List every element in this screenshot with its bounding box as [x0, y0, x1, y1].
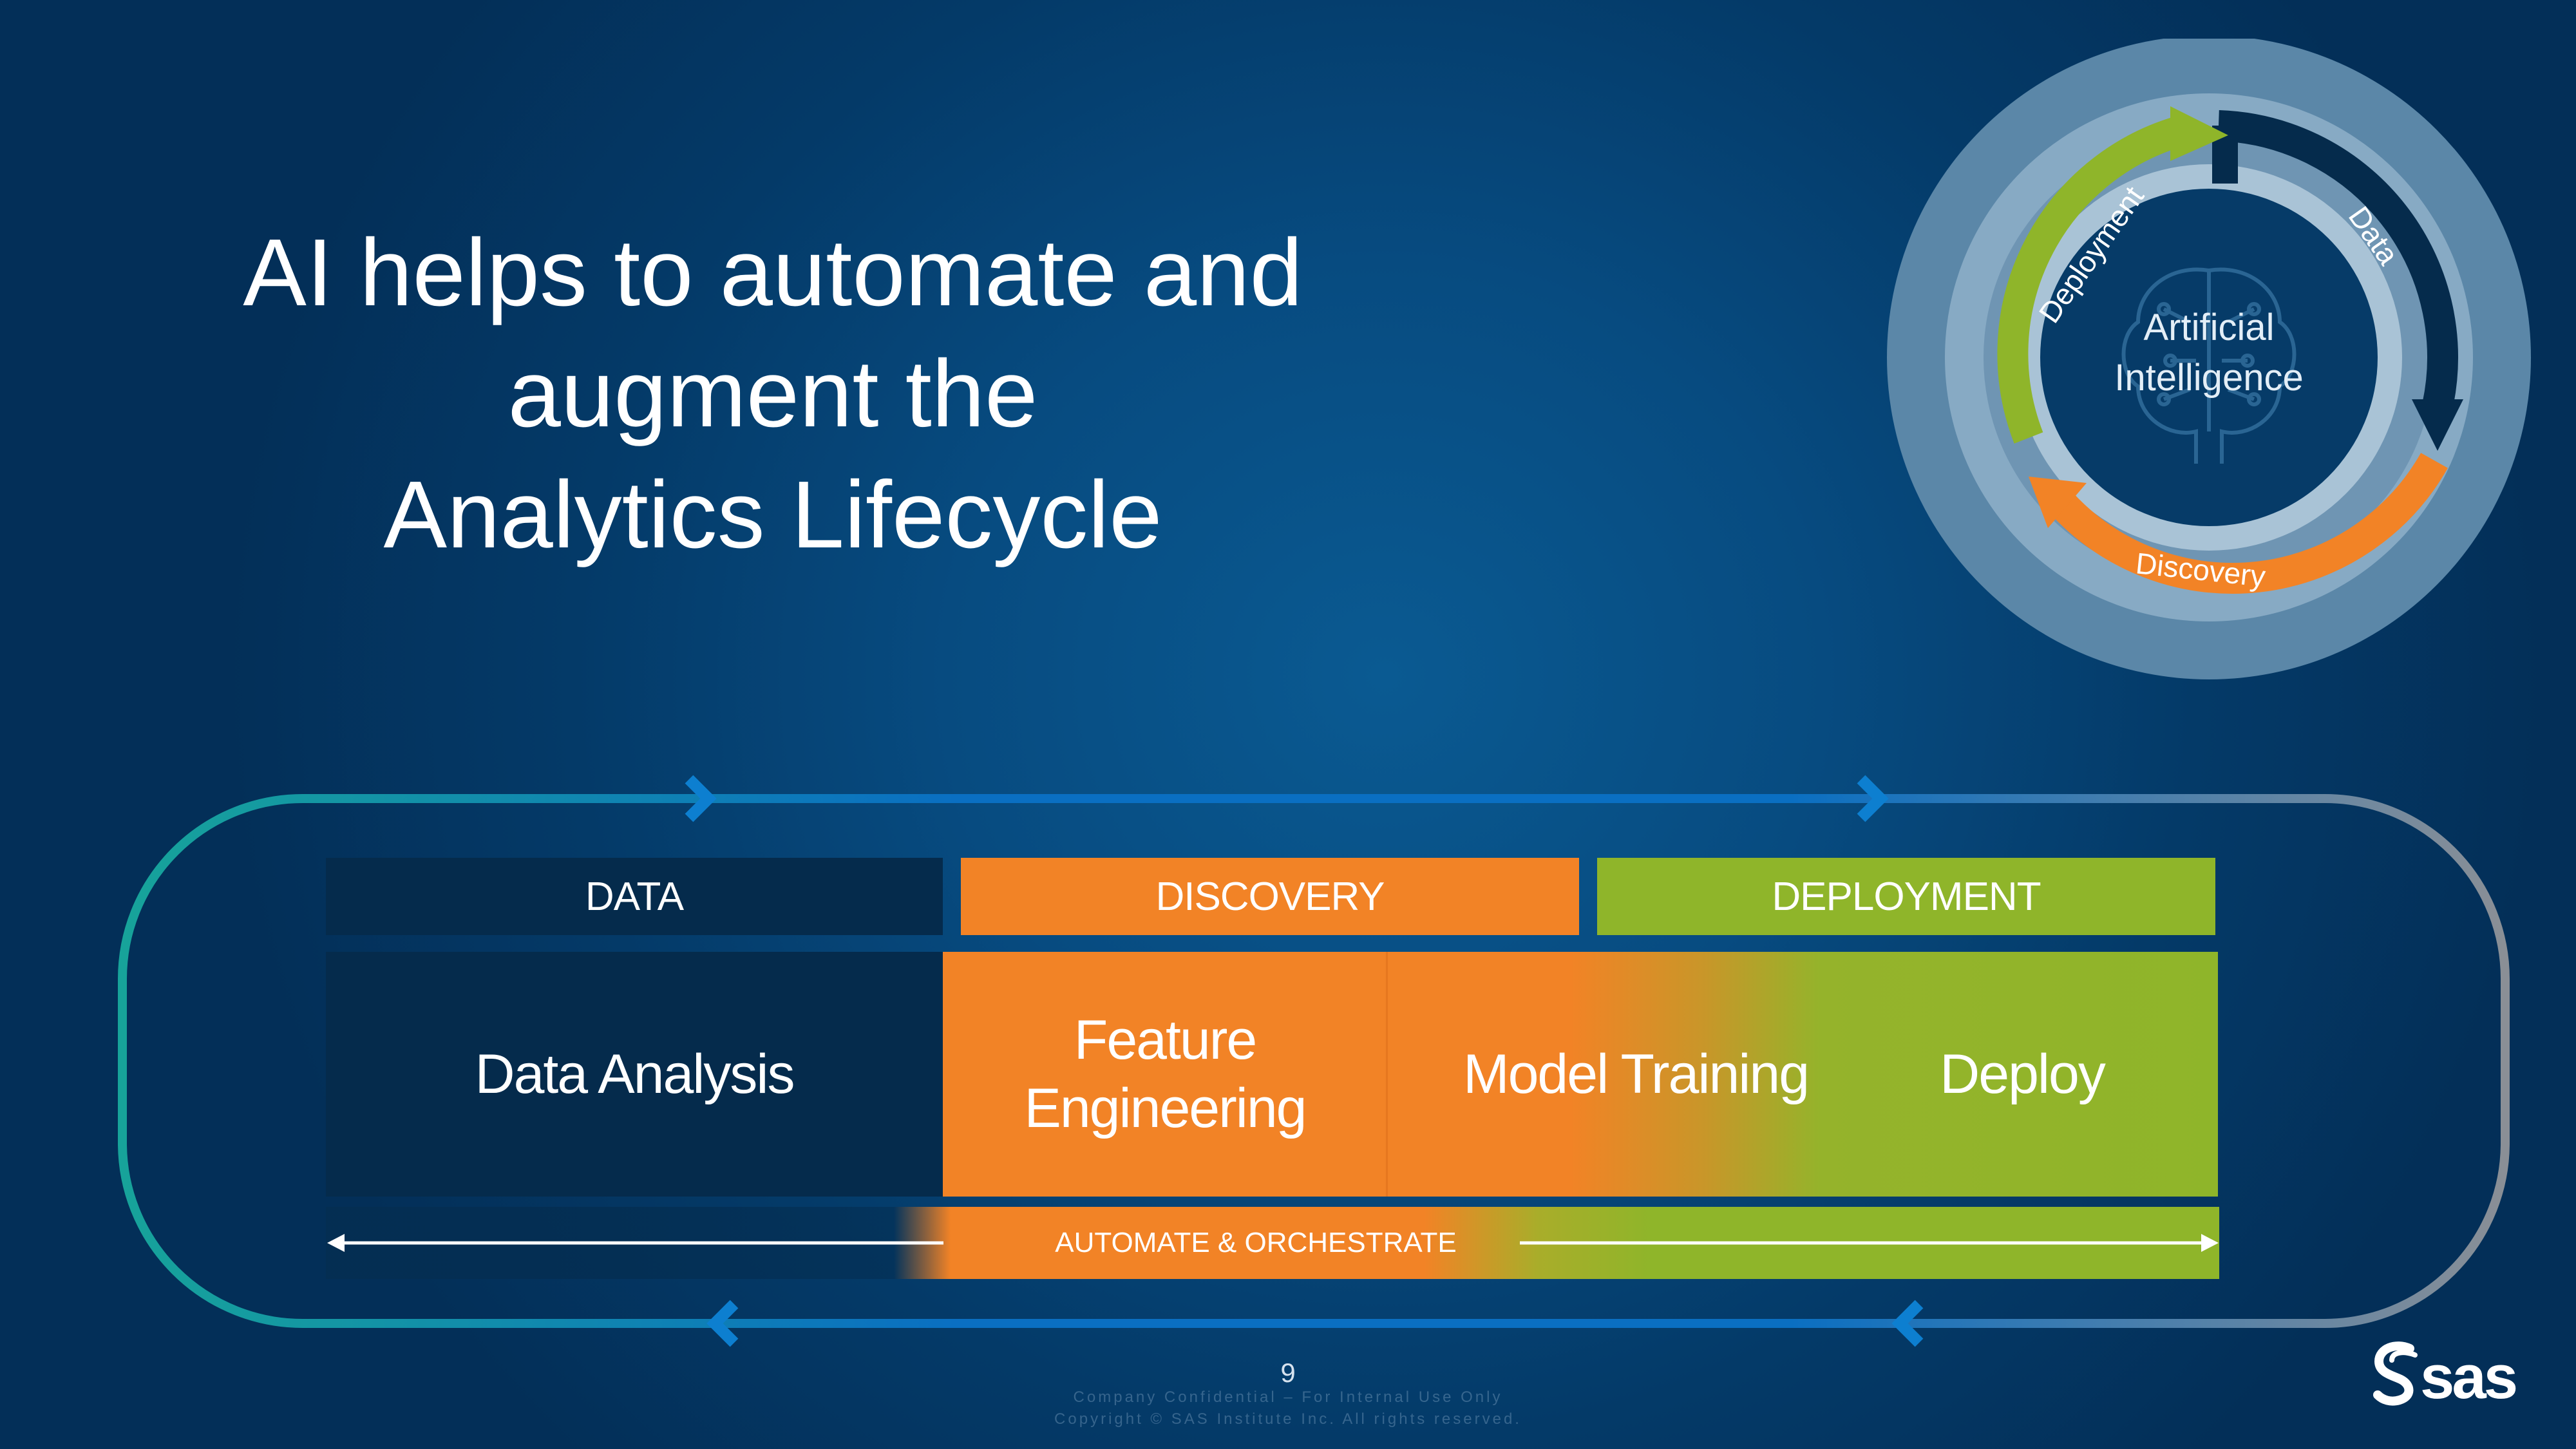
stage-data-analysis: Data Analysis: [326, 952, 943, 1197]
loop-arrow-top-left: [685, 775, 717, 822]
stage-gradient-training-deploy: [1387, 952, 2218, 1197]
loop-arrow-bottom-right: [1891, 1300, 1924, 1347]
title-line-1: AI helps to automate and: [243, 220, 1303, 326]
fe-line-2: Engineering: [1024, 1077, 1307, 1139]
ai-cycle-graphic: Data Discovery Deployment: [1887, 39, 2531, 679]
brain-icon: [2121, 267, 2297, 464]
header-discovery: DISCOVERY: [961, 858, 1579, 935]
header-deployment: DEPLOYMENT: [1597, 858, 2215, 935]
loop-arrow-top-right: [1857, 775, 1889, 822]
title-line-2: augment the: [507, 341, 1038, 447]
loop-arrow-bottom-left: [706, 1300, 739, 1347]
loop-outline: [118, 794, 2510, 1328]
footer-copyright: Copyright © SAS Institute Inc. All right…: [1054, 1410, 1522, 1428]
ai-center-label: Artificial Intelligence: [2061, 303, 2357, 403]
page-number: 9: [1280, 1358, 1296, 1388]
header-data: DATA: [326, 858, 943, 935]
deployment-arc: [1997, 106, 2228, 444]
stage-data-analysis-label: Data Analysis: [475, 1043, 795, 1105]
slide-title: AI helps to automate and augment the Ana…: [193, 213, 1352, 576]
sas-logo-mark: [2373, 1341, 2418, 1406]
stage-model-training-label: Model Training: [1463, 1043, 1810, 1105]
stage-divider: [1386, 952, 1388, 1197]
fe-line-1: Feature: [1074, 1009, 1257, 1071]
title-line-3: Analytics Lifecycle: [383, 462, 1162, 568]
footer-confidential: Company Confidential – For Internal Use …: [1073, 1388, 1503, 1406]
stage-feature-engineering-label: Feature Engineering: [1024, 1006, 1307, 1142]
stage-feature-engineering: Feature Engineering: [943, 952, 1387, 1197]
sas-logo-text: sas: [2420, 1343, 2518, 1412]
automate-label: AUTOMATE & ORCHESTRATE: [1055, 1227, 1457, 1258]
ai-center-line-1: Artificial: [2143, 307, 2275, 348]
discovery-arc: [2029, 453, 2448, 594]
automate-arrow-left-head: [327, 1234, 345, 1252]
ai-center-line-2: Intelligence: [2114, 357, 2304, 399]
automate-arrow-right-head: [2201, 1234, 2219, 1252]
stage-deploy: Deploy: [1868, 952, 2177, 1197]
stage-row: Data Analysis Feature Engineering Model …: [0, 952, 2576, 1197]
stage-model-training: Model Training: [1417, 952, 1855, 1197]
stage-deploy-label: Deploy: [1940, 1043, 2106, 1105]
sas-logo: sas: [2370, 1340, 2531, 1412]
